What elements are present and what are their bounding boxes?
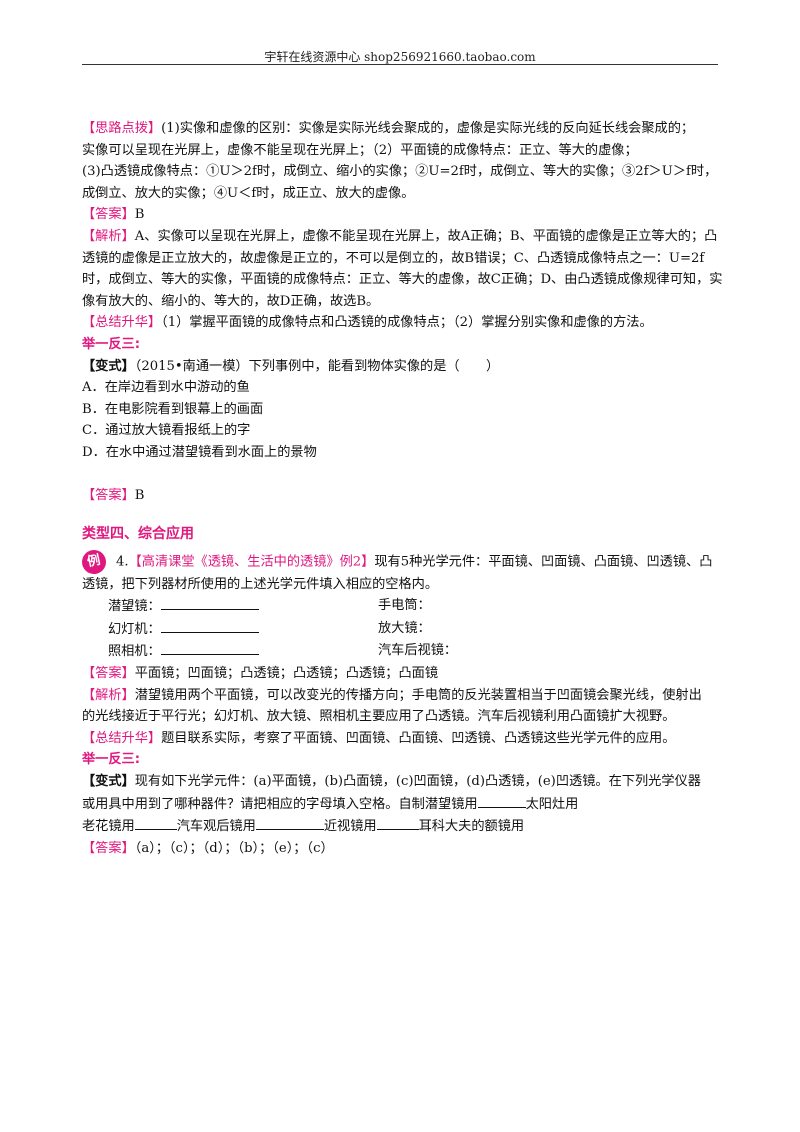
variant-answer-line: 【答案】B bbox=[82, 485, 722, 507]
fill-row-2: 幻灯机： 放大镜： bbox=[82, 618, 722, 641]
question-number: 4. bbox=[116, 554, 129, 570]
option-b: B．在电影院看到银幕上的画面 bbox=[82, 401, 264, 417]
variant-answer-tag: 【答案】 bbox=[82, 487, 135, 503]
hint-line-3: (3)凸透镜成像特点：①U＞2f时，成倒立、缩小的实像；②U=2f时，成倒立、等… bbox=[82, 164, 718, 180]
summary-4-line: 【总结升华】题目联系实际，考察了平面镜、凹面镜、凸面镜、凹透镜、凸透镜这些光学元… bbox=[82, 730, 676, 746]
analysis-line-1: 【解析】A、实像可以呈现在光屏上，虚像不能呈现在光屏上，故A正确；B、平面镜的虚… bbox=[82, 228, 718, 244]
analysis-4-line-1: 【解析】潜望镜用两个平面镜，可以改变光的传播方向；手电筒的反光装置相当于凹面镜会… bbox=[82, 687, 702, 703]
header-rule bbox=[82, 64, 718, 65]
fill-label: 幻灯机： bbox=[108, 621, 161, 637]
hint-line-1: 【思路点拨】(1)实像和虚像的区别：实像是实际光线会聚成的，虚像是实际光线的反向… bbox=[82, 121, 695, 136]
fill-label: 潜望镜： bbox=[108, 599, 161, 615]
example-heading-2: 举一反三: bbox=[82, 752, 141, 768]
fill-blank bbox=[134, 815, 177, 831]
hint-tag: 【思路点拨】 bbox=[82, 121, 162, 136]
fill-label: 手电筒： bbox=[378, 598, 431, 614]
fill-row-3: 照相机： 汽车后视镜： bbox=[82, 640, 722, 663]
section-title: 类型四、综合应用 bbox=[82, 526, 194, 543]
variant-tag: 【变式】 bbox=[82, 358, 135, 374]
summary-tag: 【总结升华】 bbox=[82, 315, 162, 331]
variant-tag: 【变式】 bbox=[82, 774, 135, 790]
fill-blank bbox=[160, 640, 259, 656]
answer-line: 【答案】B bbox=[82, 204, 722, 226]
example-heading: 举一反三: bbox=[82, 336, 141, 352]
option-c: C．通过放大镜看报纸上的字 bbox=[82, 423, 251, 439]
analysis-line-4: 像有放大的、缩小的、等大的，故D正确，故选B。 bbox=[82, 293, 380, 309]
analysis-line-3: 时，成倒立、等大的实像，平面镜的成像特点：正立、等大的虚像，故C正确；D、由凸透… bbox=[82, 272, 723, 288]
fill-label: 放大镜： bbox=[378, 620, 431, 636]
variant-answer-value: （a）；（c）；（d）；（b）；（e）；（c） bbox=[134, 840, 334, 856]
answer-value: 平面镜；凹面镜；凸透镜；凸透镜；凸透镜；凸面镜 bbox=[134, 666, 439, 682]
option-a: A．在岸边看到水中游动的鱼 bbox=[82, 380, 250, 396]
analysis-line-2: 透镜的虚像是正立放大的，故虚像是正立的，不可以是倒立的，故B错误；C、凸透镜成像… bbox=[82, 250, 705, 266]
answer-tag: 【答案】 bbox=[82, 666, 135, 682]
fill-blank bbox=[160, 595, 259, 611]
option-d: D．在水中通过潜望镜看到水面上的景物 bbox=[82, 444, 317, 460]
variant-answer-value: B bbox=[134, 487, 145, 503]
page-header: 宇轩在线资源中心 shop256921660.taobao.com bbox=[264, 50, 536, 64]
variant-4-answer-line: 【答案】（a）；（c）；（d）；（b）；（e）；（c） bbox=[82, 838, 722, 860]
analysis-tag: 【解析】 bbox=[82, 228, 135, 244]
hint-line-4: 成倒立、放大的实像；④U＜f时，成正立、放大的虚像。 bbox=[82, 185, 415, 201]
answer-4-line: 【答案】平面镜；凹面镜；凸透镜；凸透镜；凸透镜；凸面镜 bbox=[82, 663, 722, 685]
fill-blank bbox=[255, 815, 324, 831]
fill-blank bbox=[477, 793, 526, 808]
variant-4-line-1: 【变式】现有如下光学元件：(a)平面镜，(b)凸面镜，(c)凹面镜，(d)凸透镜… bbox=[82, 774, 701, 790]
fill-label: 汽车后视镜： bbox=[378, 643, 458, 659]
hint-line-2: 实像可以呈现在光屏上，虚像不能呈现在光屏上；（2）平面镜的成像特点：正立、等大的… bbox=[82, 142, 638, 158]
variant-question: 【变式】（2015•南通一模）下列事例中，能看到物体实像的是（ ） bbox=[82, 358, 500, 374]
fill-blank bbox=[160, 618, 259, 633]
document-body: 【思路点拨】(1)实像和虚像的区别：实像是实际光线会聚成的，虚像是实际光线的反向… bbox=[79, 118, 723, 860]
summary-tag: 【总结升华】 bbox=[82, 730, 162, 746]
summary-line: 【总结升华】（1）掌握平面镜的成像特点和凸透镜的成像特点；（2）掌握分别实像和虚… bbox=[82, 315, 653, 331]
answer-value: B bbox=[134, 207, 145, 223]
analysis-tag: 【解析】 bbox=[82, 687, 135, 703]
variant-answer-tag: 【答案】 bbox=[82, 840, 135, 856]
question-4-line-2: 透镜，把下列器材所使用的上述光学元件填入相应的空格内。 bbox=[82, 576, 439, 592]
question-source: 【高清课堂《透镜、生活中的透镜》例2】 bbox=[128, 554, 375, 570]
variant-4-line-2: 或用具中用到了哪种器件？请把相应的字母填入空格。自制潜望镜用太阳灶用 bbox=[82, 793, 722, 816]
example-badge-icon: 例 bbox=[79, 547, 109, 576]
fill-row-1: 潜望镜： 手电筒： bbox=[82, 595, 722, 618]
fill-label: 照相机： bbox=[108, 644, 161, 660]
fill-blank bbox=[376, 815, 419, 831]
variant-4-line-3: 老花镜用汽车观后镜用近视镜用耳科大夫的额镜用 bbox=[82, 815, 722, 838]
analysis-4-line-2: 的光线接近于平行光；幻灯机、放大镜、照相机主要应用了凸透镜。汽车后视镜利用凸面镜… bbox=[82, 709, 676, 725]
answer-tag: 【答案】 bbox=[82, 207, 135, 223]
